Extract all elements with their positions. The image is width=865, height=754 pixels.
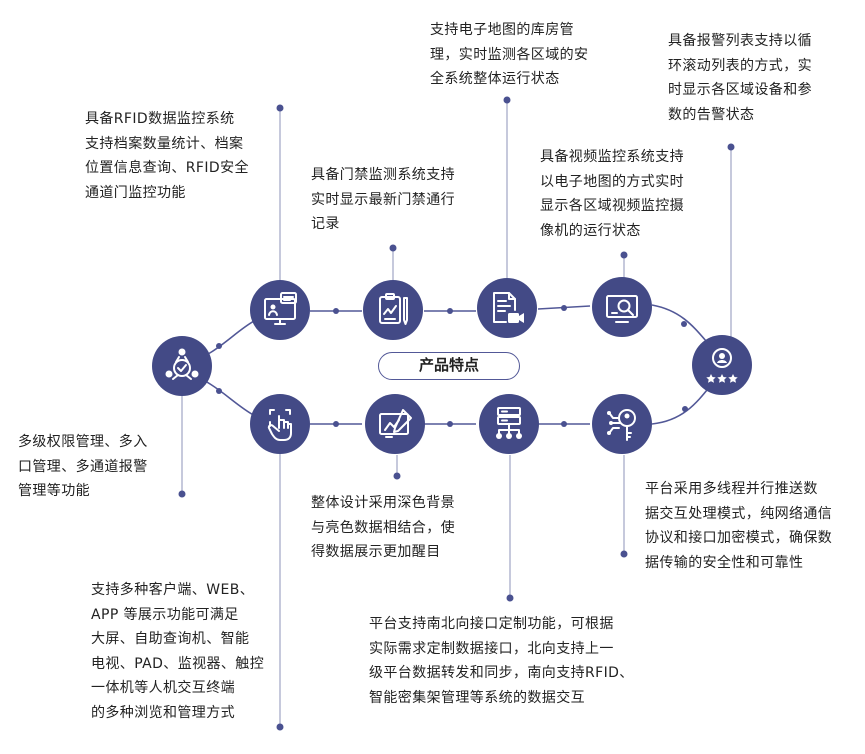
touch-hand-icon <box>267 409 292 441</box>
design-description: 整体设计采用深色背景 与亮色数据相结合，使 得数据展示更加醒目 <box>311 495 455 560</box>
hub-node[interactable] <box>152 336 212 396</box>
video-description: 具备视频监控系统支持 以电子地图的方式实时 显示各区域视频监控摄 像机的运行状态 <box>540 149 684 239</box>
product-features-title: 产品特点 <box>378 352 520 380</box>
tablet-drawing-icon <box>379 409 412 438</box>
leader-lines <box>178 96 735 731</box>
alarm-description: 具备报警列表支持以循 环滚动列表的方式，实 时显示各区域设备和参 数的告警状态 <box>668 33 812 123</box>
connector-dots <box>216 305 688 427</box>
multithread-node[interactable] <box>592 394 652 454</box>
video-node[interactable] <box>592 277 652 337</box>
server-network-icon <box>496 407 522 439</box>
interface-description: 平台支持南北向接口定制功能，可根据 实际需求定制数据接口，北向支持上一 级平台数… <box>369 616 634 706</box>
interface-node[interactable] <box>479 394 539 454</box>
design-node[interactable] <box>365 394 425 454</box>
rfid-node[interactable] <box>250 280 310 340</box>
access-description: 具备门禁监测系统支持 实时显示最新门禁通行 记录 <box>311 167 455 232</box>
rfid-description: 具备RFID数据监控系统 支持档案数量统计、档案 位置信息查询、RFID安全 通… <box>85 111 249 201</box>
map-description: 支持电子地图的库房管 理，实时监测各区域的安 全系统整体运行状态 <box>430 22 589 87</box>
multithread-description: 平台采用多线程并行推送数 据交互处理模式，纯网络通信 协议和接口加密模式，确保数… <box>645 481 833 571</box>
permission-node[interactable] <box>250 394 310 454</box>
map-node[interactable] <box>477 278 537 338</box>
access-node[interactable] <box>363 280 423 340</box>
user-network-icon <box>165 348 199 380</box>
clipboard-pen-icon <box>379 293 408 325</box>
document-camera-icon <box>493 292 524 323</box>
key-circuit-icon <box>607 409 636 441</box>
screen-search-icon <box>606 295 638 323</box>
alarm-node[interactable] <box>692 335 752 395</box>
clients-description: 支持多种客户端、WEB、 APP 等展示功能可满足 大屏、自助查询机、智能 电视… <box>91 582 265 721</box>
permission-description: 多级权限管理、多入 口管理、多通道报警 管理等功能 <box>18 434 148 499</box>
monitor-chat-icon <box>264 292 297 325</box>
user-rating-icon <box>706 348 738 383</box>
